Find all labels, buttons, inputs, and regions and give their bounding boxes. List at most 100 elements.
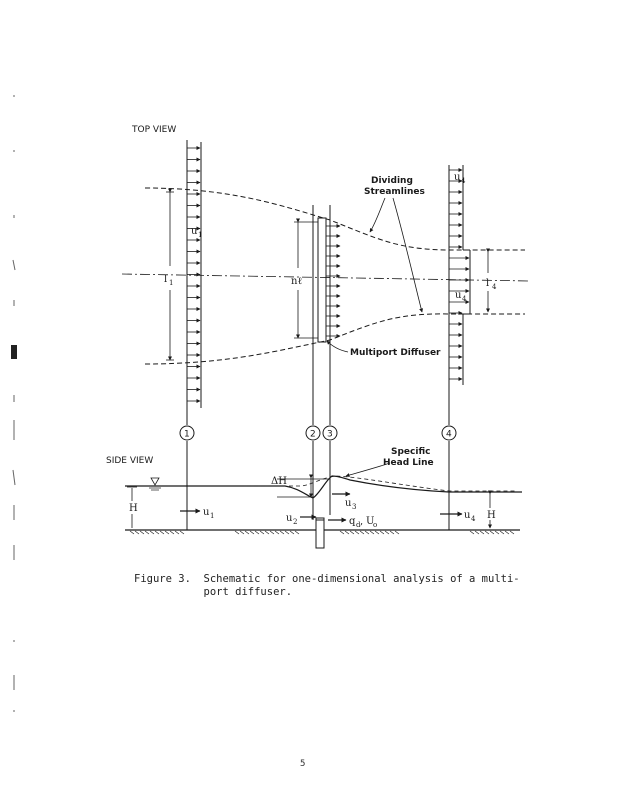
hatch-mark <box>174 530 180 535</box>
hatch-mark <box>474 530 480 535</box>
u2-subscript: 2 <box>293 518 297 526</box>
hatch-mark <box>359 530 365 535</box>
hatch-mark <box>284 530 290 535</box>
caption-line-1: Figure 3. Schematic for one-dimensional … <box>134 573 520 585</box>
u4-side-symbol: u <box>464 510 471 521</box>
hatch-mark <box>354 530 360 535</box>
hatch-mark <box>374 530 380 535</box>
u1-subscript: 1 <box>198 231 202 239</box>
hatch-mark <box>269 530 275 535</box>
hatch-mark <box>259 530 265 535</box>
l1-subscript: 1 <box>169 279 173 287</box>
hatch-mark <box>484 530 490 535</box>
hatch-mark <box>134 530 140 535</box>
specific-head-line <box>240 475 515 492</box>
hatch-mark <box>294 530 300 535</box>
dividing-streamline-upper <box>144 187 525 251</box>
station-4-number: 4 <box>446 430 452 440</box>
multiport-diffuser-pipe <box>317 217 327 343</box>
u1-side-symbol: u <box>203 507 210 518</box>
dividing-streamline-lower <box>144 313 525 365</box>
page-number: 5 <box>300 759 306 769</box>
specific-head-line-label-line2: Head Line <box>383 458 434 468</box>
station-3-number: 3 <box>327 430 333 440</box>
hatch-mark <box>159 530 165 535</box>
top-view-label: TOP VIEW <box>131 125 176 135</box>
hatch-mark <box>169 530 175 535</box>
u4-center-symbol: u <box>455 290 462 301</box>
hatch-mark <box>384 530 390 535</box>
nl-symbol: nℓ <box>291 276 302 287</box>
hatch-mark <box>234 530 240 535</box>
scan-margin-marks <box>11 95 17 712</box>
hatch-mark <box>344 530 350 535</box>
dividing-streamlines-label-line1: Dividing <box>371 176 413 186</box>
hatch-mark <box>489 530 495 535</box>
hatch-mark <box>394 530 400 535</box>
delta-H-symbol: ΔH <box>271 476 287 487</box>
hatch-mark <box>339 530 345 535</box>
diffuser-leader <box>326 340 349 353</box>
hatch-mark <box>239 530 245 535</box>
station-2-number: 2 <box>310 430 316 440</box>
hatch-mark <box>139 530 145 535</box>
hatch-mark <box>144 530 150 535</box>
hatch-mark <box>494 530 500 535</box>
hatch-mark <box>289 530 295 535</box>
free-surface <box>125 475 522 499</box>
u4-center-subscript: 4 <box>462 295 467 303</box>
hatch-mark <box>129 530 135 535</box>
qd-subscript: d <box>356 521 361 529</box>
svg-text:,: , <box>360 516 363 527</box>
multiport-diffuser-label: Multiport Diffuser <box>350 348 441 358</box>
l4-symbol: l <box>486 278 489 289</box>
l1-symbol: l <box>164 274 167 285</box>
specific-head-line-label-line1: Specific <box>391 447 430 457</box>
hatch-mark <box>504 530 510 535</box>
u1-side-subscript: 1 <box>210 512 214 520</box>
u1-symbol: u <box>191 226 198 237</box>
hatch-mark <box>479 530 485 535</box>
streamline-leader-lower <box>392 197 424 313</box>
qd-symbol: q <box>349 516 356 527</box>
water-surface-icon <box>149 477 161 491</box>
hatch-mark <box>364 530 370 535</box>
hatch-mark <box>379 530 385 535</box>
streamline-leader-upper <box>369 197 386 233</box>
hatch-mark <box>264 530 270 535</box>
l4-subscript: 4 <box>492 283 497 291</box>
hatch-mark <box>369 530 375 535</box>
station-1-number: 1 <box>184 430 190 440</box>
station-4-velocity-arrows <box>449 165 471 385</box>
channel-bottom-hatching <box>129 530 515 535</box>
hatch-mark <box>249 530 255 535</box>
diffuser-riser <box>315 517 325 549</box>
u4-side-subscript: 4 <box>471 515 476 523</box>
hatch-mark <box>244 530 250 535</box>
u3-subscript: 3 <box>352 503 356 511</box>
hatch-mark <box>274 530 280 535</box>
U0-subscript: o <box>373 521 377 529</box>
hatch-mark <box>509 530 515 535</box>
caption-line-2: port diffuser. <box>134 586 293 598</box>
hatch-mark <box>149 530 155 535</box>
hatch-mark <box>389 530 395 535</box>
diffuser-jet-arrows <box>326 224 341 338</box>
u3-symbol: u <box>345 498 352 509</box>
H-symbol-right: H <box>487 510 496 521</box>
hatch-mark <box>349 530 355 535</box>
hatch-mark <box>254 530 260 535</box>
u4-top-symbol: u <box>454 172 461 183</box>
H-symbol-left: H <box>129 503 138 514</box>
u2-symbol: u <box>286 513 293 524</box>
station-markers: 1 2 3 4 <box>179 425 457 441</box>
u4-top-subscript: 4 <box>461 177 466 185</box>
figure-caption: Figure 3. Schematic for one-dimensional … <box>134 573 534 599</box>
hatch-mark <box>499 530 505 535</box>
side-view-label: SIDE VIEW <box>106 456 153 466</box>
hatch-mark <box>279 530 285 535</box>
dividing-streamlines-label-line2: Streamlines <box>364 187 425 197</box>
hatch-mark <box>154 530 160 535</box>
U0-symbol: U <box>366 516 374 527</box>
